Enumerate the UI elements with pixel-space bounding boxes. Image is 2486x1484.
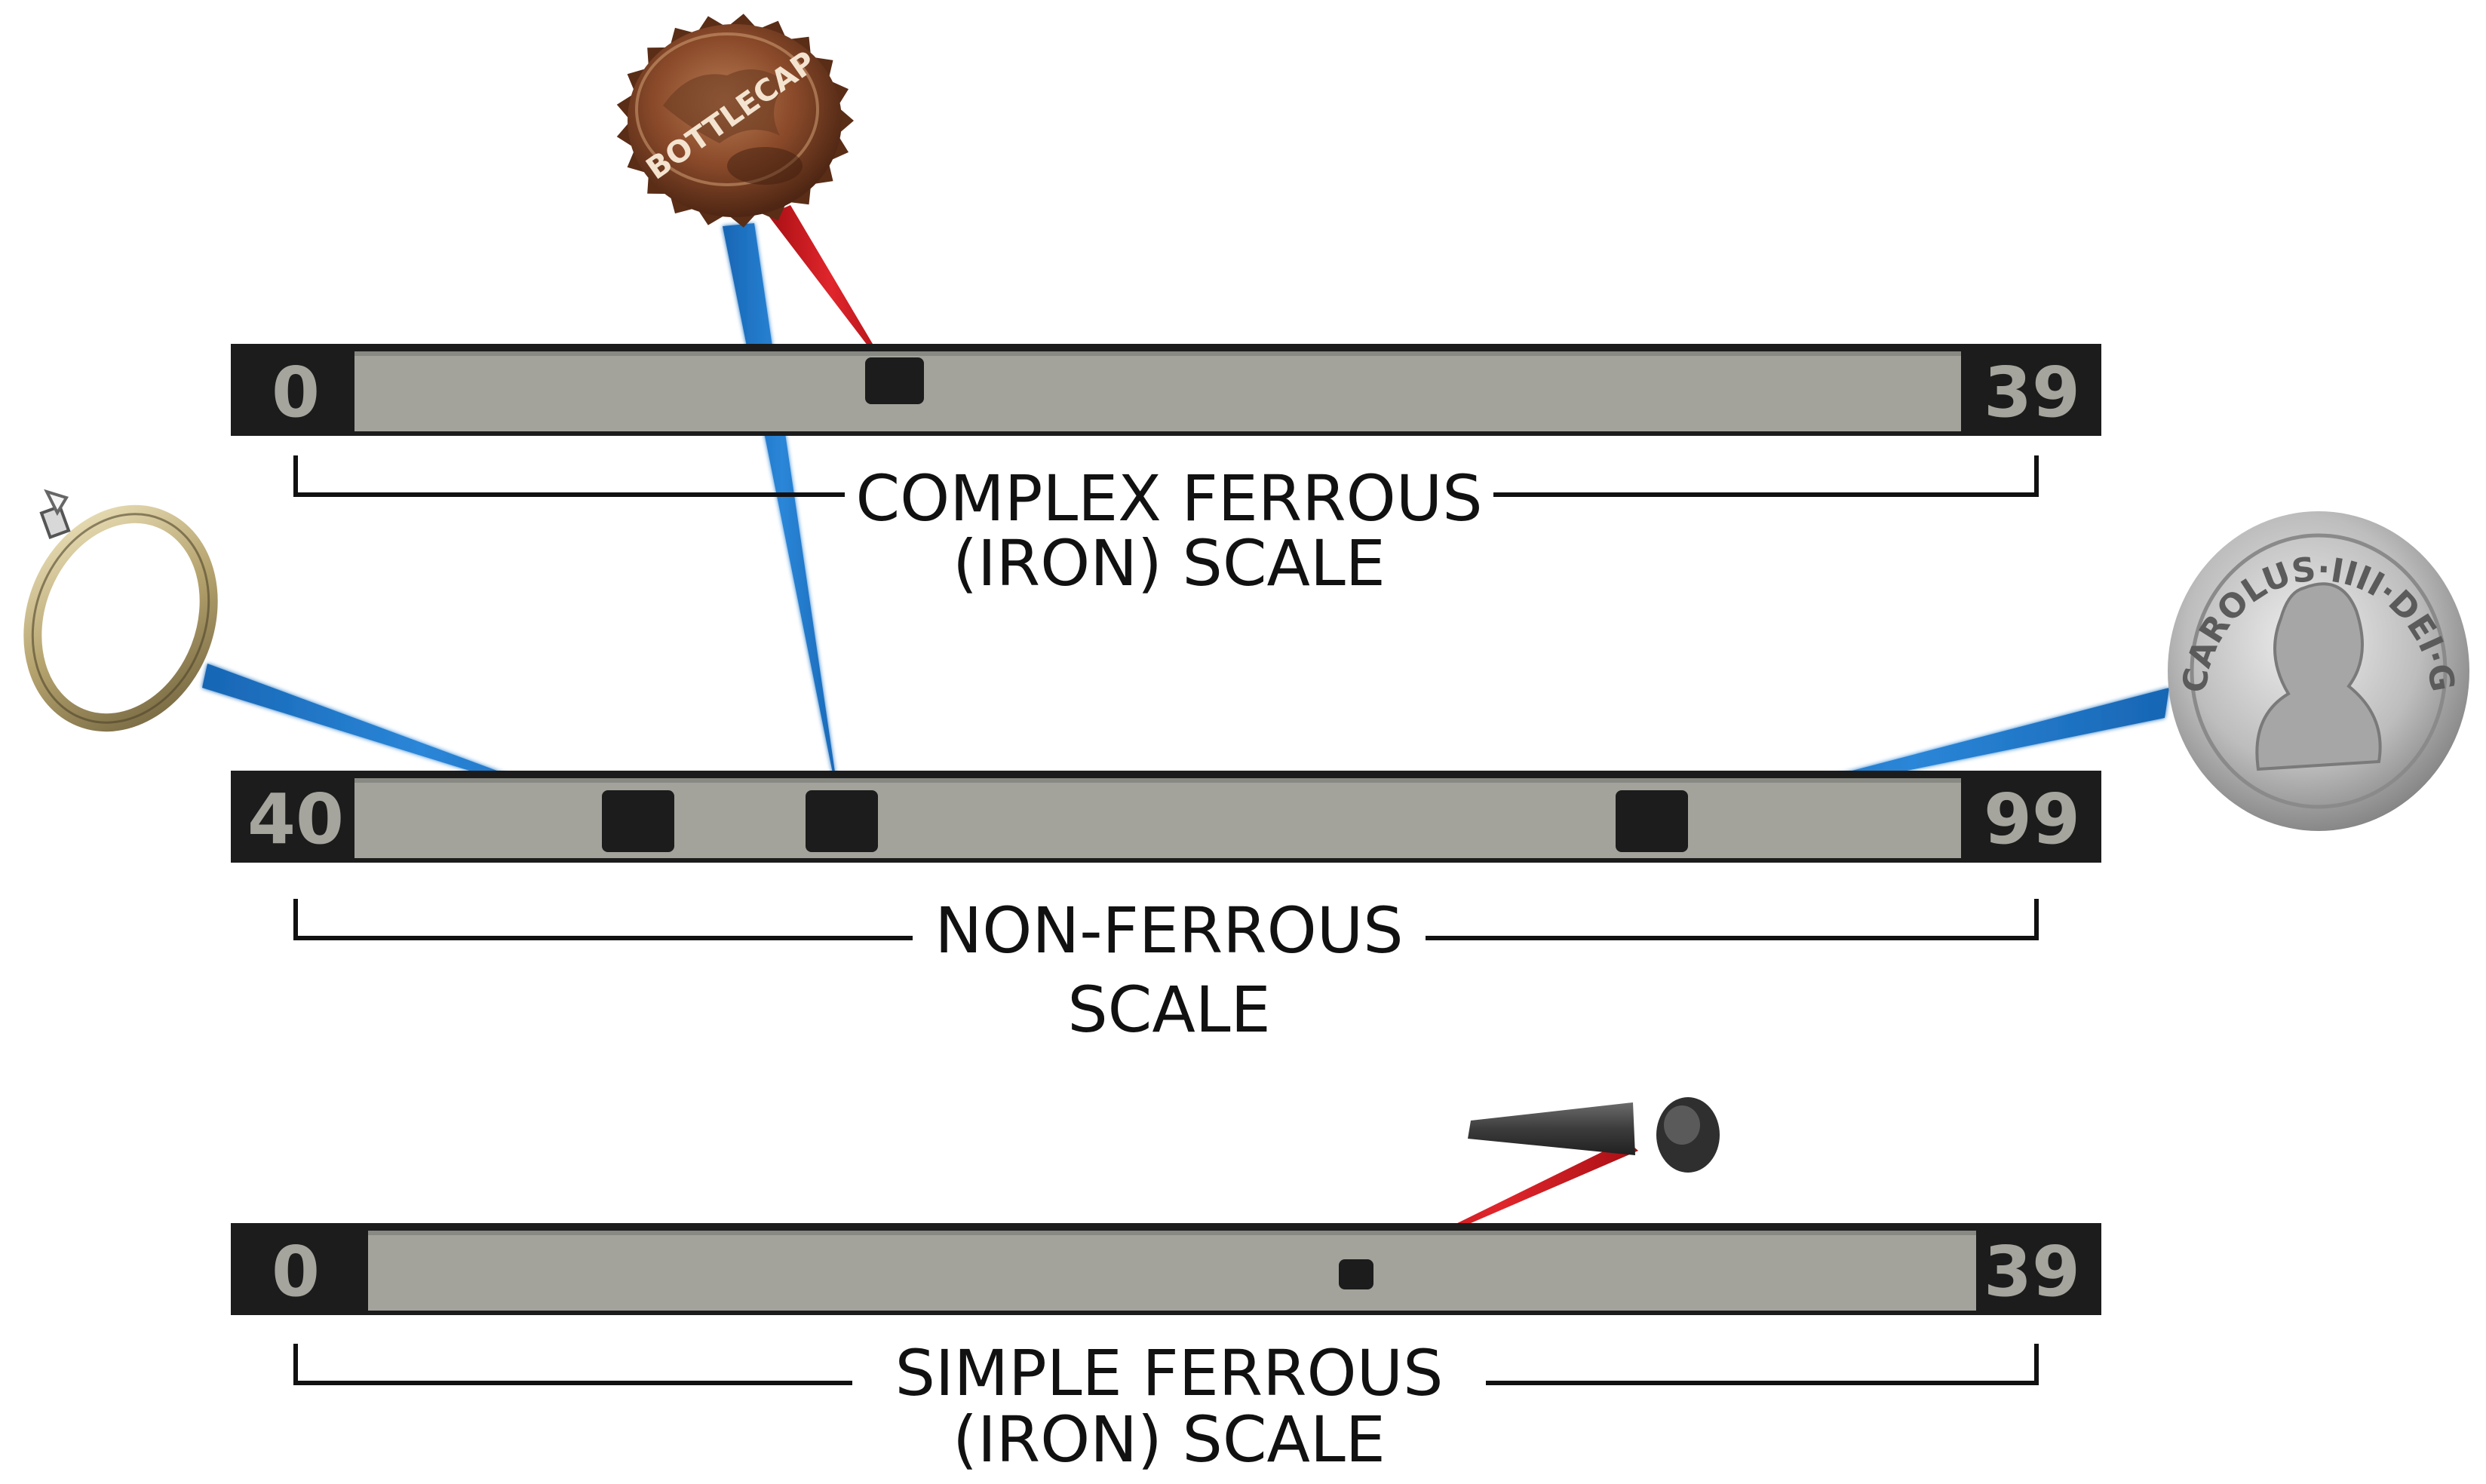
- nail-icon: [1468, 1097, 1720, 1173]
- pointer-nonferrous-to-cap: [723, 223, 842, 818]
- scale-caption-line1: NON-FERROUS: [935, 894, 1403, 967]
- scale-bar: [354, 351, 1961, 431]
- scale-min-label: 0: [272, 352, 320, 433]
- pointer-complex-to-cap: [768, 205, 895, 381]
- scale-caption-line1: COMPLEX FERROUS: [855, 461, 1482, 535]
- bottle-cap-icon: BOTTLECAP: [616, 14, 854, 228]
- scale-bracket-right: [1486, 1344, 2039, 1385]
- scale-bar: [354, 778, 1961, 858]
- marker-bottle-cap: [865, 357, 924, 404]
- scale-bracket-left: [293, 455, 845, 497]
- marker-bottle-cap: [806, 790, 878, 852]
- scale-min-label: 40: [247, 779, 344, 860]
- scale-bracket-left: [293, 1344, 852, 1385]
- scale-caption-line1: SIMPLE FERROUS: [895, 1336, 1444, 1410]
- marker-nail: [1339, 1259, 1373, 1289]
- ring-icon: [23, 489, 218, 732]
- marker-ring: [602, 790, 674, 852]
- scale-bracket-left: [293, 899, 913, 940]
- scale-caption-line2: (IRON) SCALE: [953, 1403, 1386, 1476]
- scale-max-label: 39: [1984, 352, 2080, 433]
- scale-caption-line2: SCALE: [1067, 973, 1270, 1047]
- scale-min-label: 0: [272, 1231, 320, 1312]
- scale-max-label: 39: [1984, 1231, 2080, 1312]
- scale-bracket-right: [1493, 455, 2039, 497]
- coin-icon: CAROLUS·IIII·DEI·GRATIA·1802: [2168, 511, 2469, 831]
- scale-bar: [368, 1231, 1976, 1311]
- scale-bracket-right: [1426, 899, 2039, 940]
- scale-caption-line2: (IRON) SCALE: [953, 526, 1386, 600]
- scale-max-label: 99: [1984, 779, 2080, 860]
- marker-coin: [1616, 790, 1688, 852]
